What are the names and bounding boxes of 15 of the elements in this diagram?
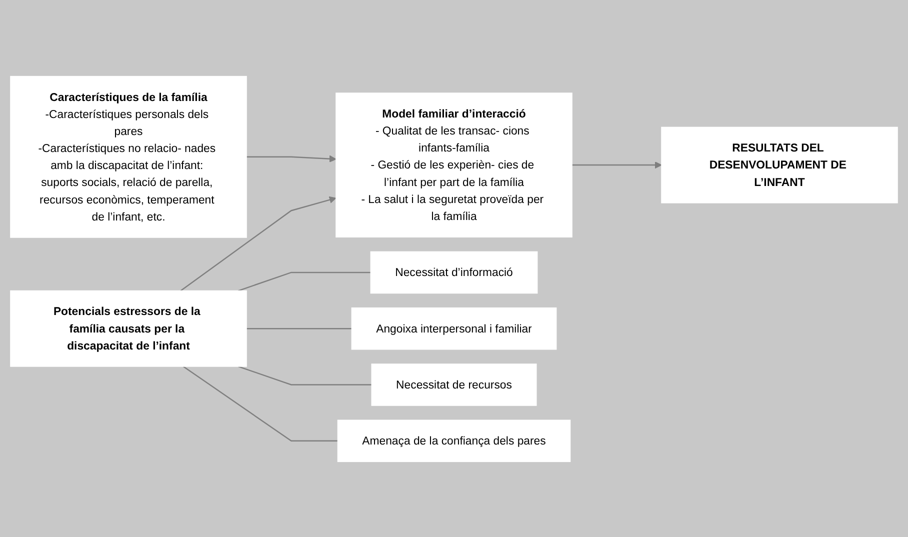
node-box bbox=[10, 75, 247, 238]
connector bbox=[238, 271, 371, 291]
arrow bbox=[246, 154, 336, 162]
arrow bbox=[572, 160, 662, 168]
node-box bbox=[661, 126, 898, 203]
node-box bbox=[371, 363, 537, 406]
node-box bbox=[10, 290, 247, 366]
node-box bbox=[336, 92, 572, 237]
connector bbox=[238, 365, 372, 385]
connector bbox=[183, 365, 338, 442]
node-box bbox=[351, 306, 557, 350]
arrow bbox=[180, 196, 336, 291]
node-box bbox=[337, 419, 571, 462]
connector bbox=[246, 328, 352, 329]
node-box bbox=[370, 250, 538, 294]
